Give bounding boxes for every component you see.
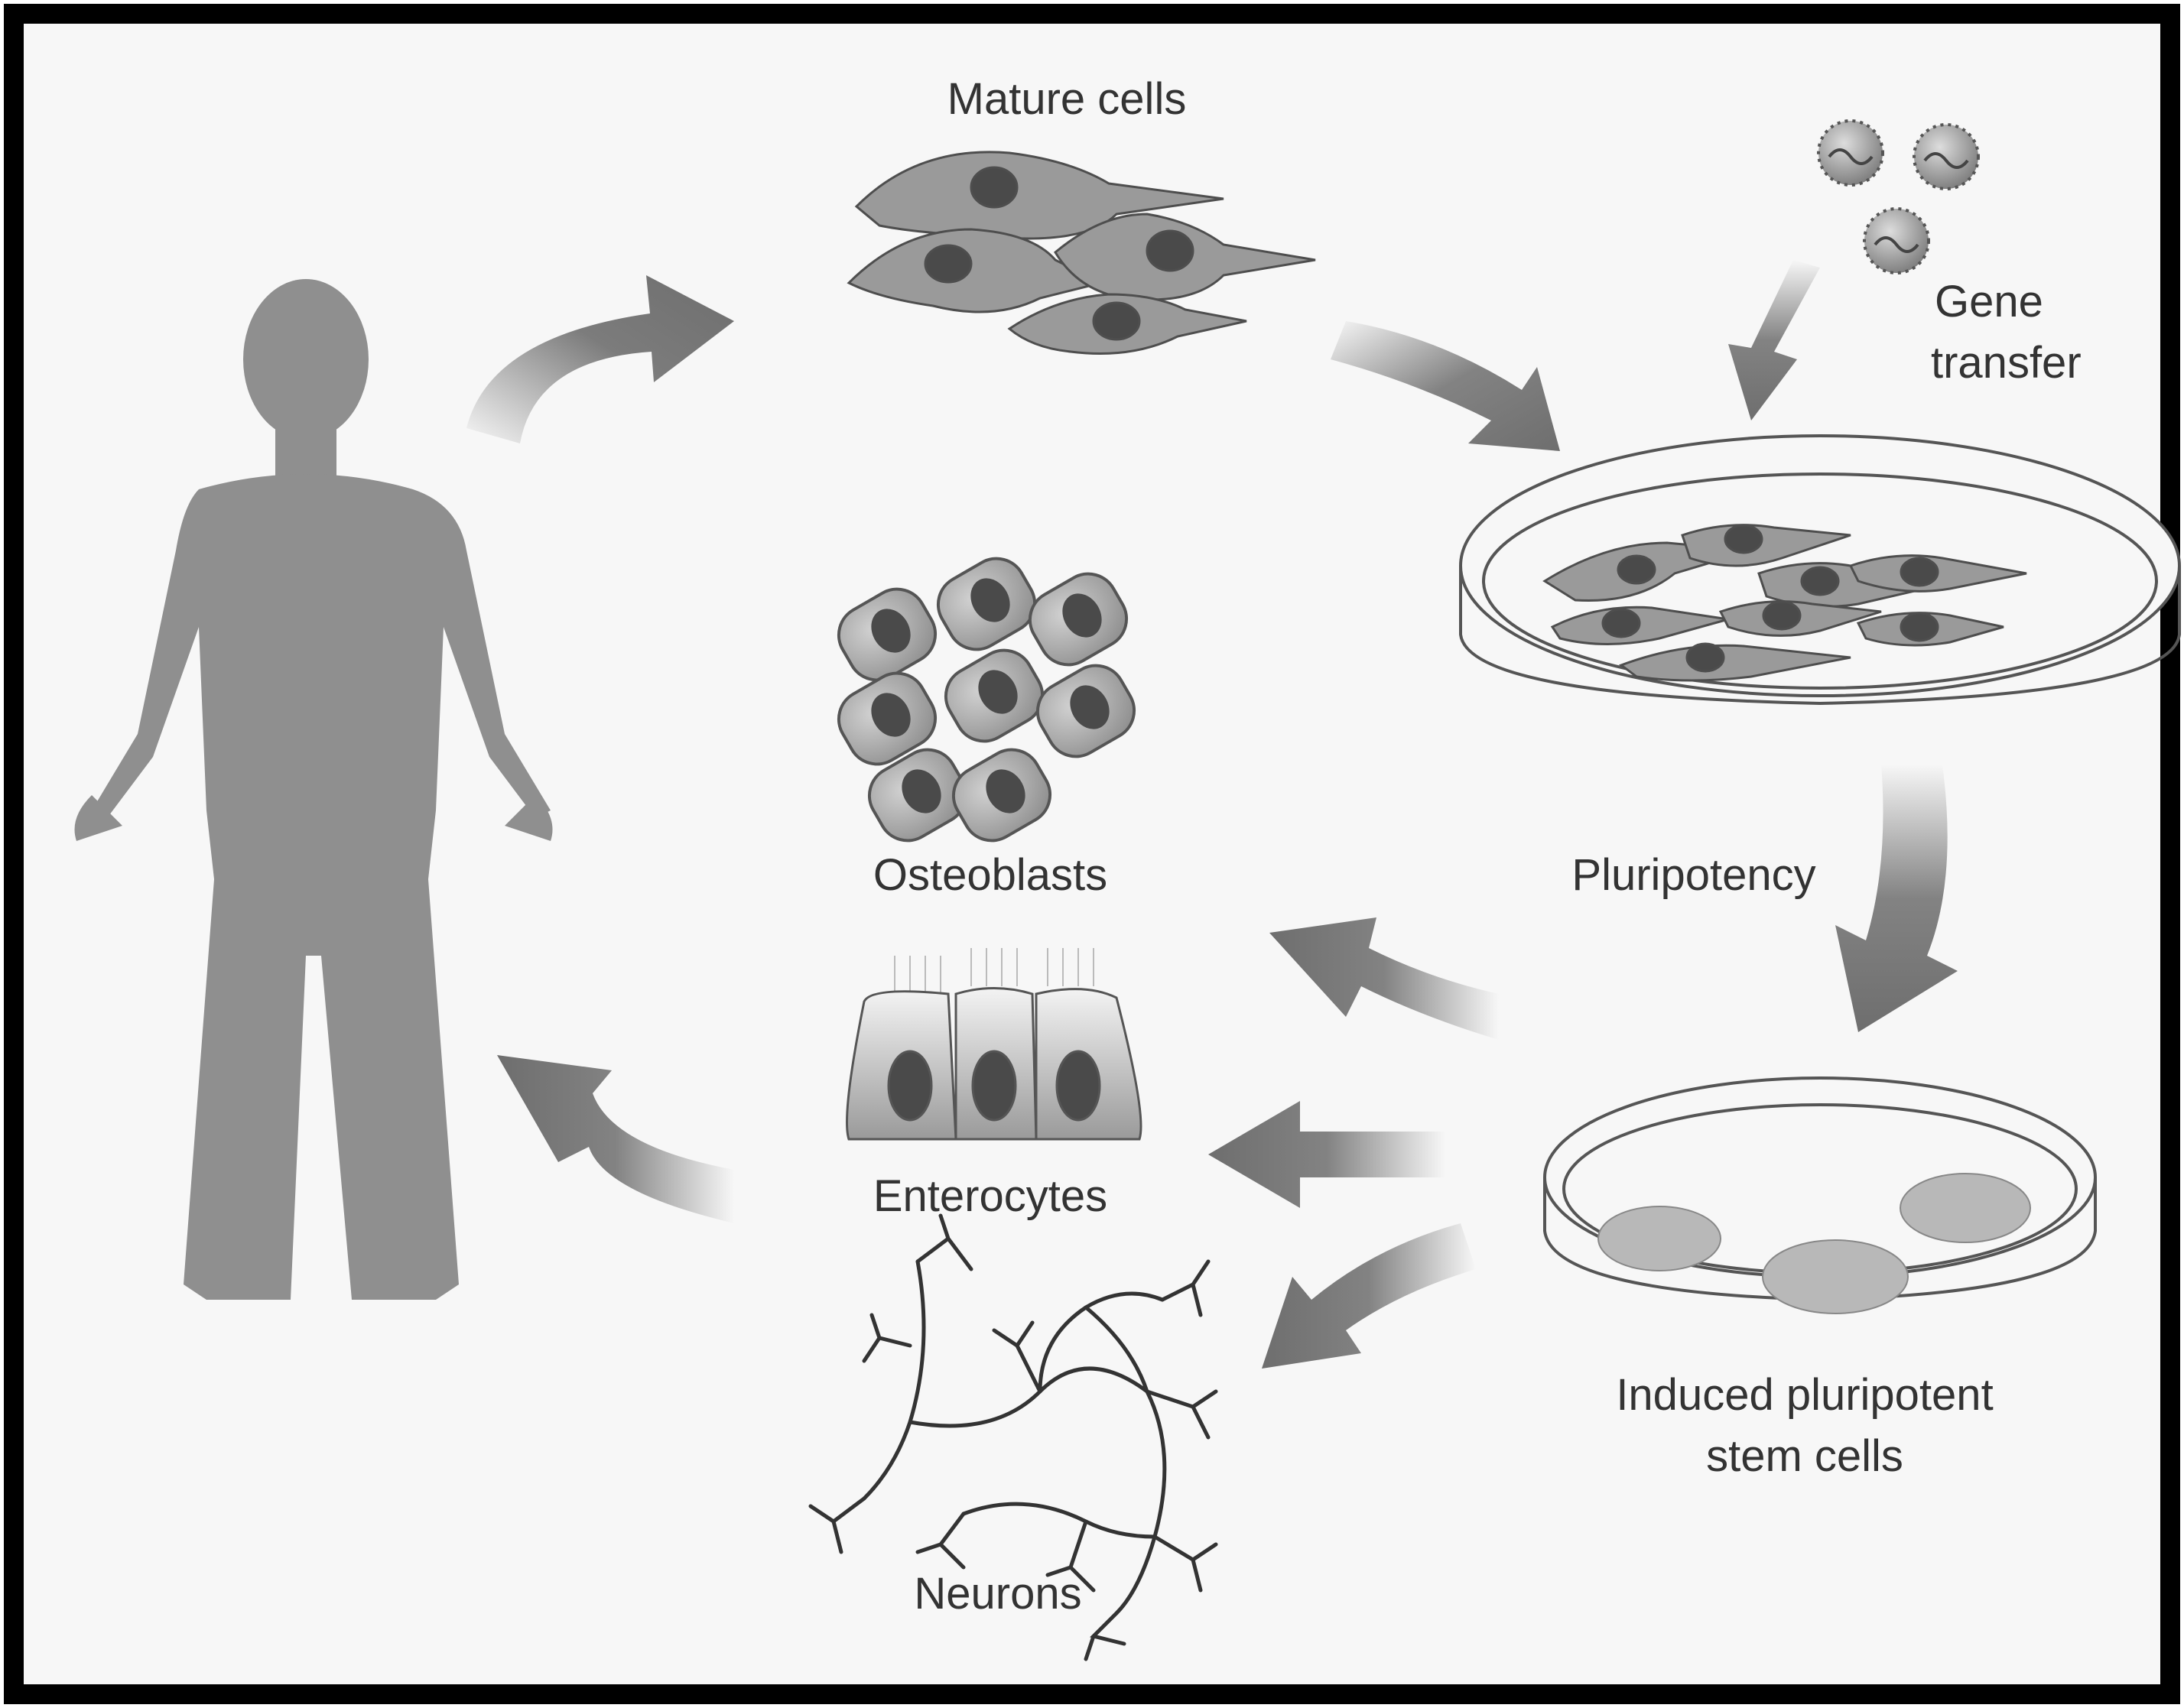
ipsc-colonies-icon	[1597, 1173, 2031, 1314]
mature-cells-icon	[847, 151, 1316, 355]
dish-mature-cells-icon	[1542, 524, 2027, 682]
virus-icon	[1817, 119, 1980, 274]
arrow-gene-to-dish	[1728, 260, 1820, 421]
arrow-cells-to-human	[497, 1055, 734, 1223]
arrow-human-to-mature	[466, 275, 734, 443]
arrow-ipsc-to-enterocytes	[1208, 1101, 1445, 1208]
osteoblast-cell-icon	[837, 557, 1136, 843]
label-osteoblasts: Osteoblasts	[873, 850, 1108, 900]
enterocyte-cell-icon	[846, 948, 1142, 1141]
label-neurons: Neurons	[914, 1569, 1082, 1619]
arrow-pluripotency	[1835, 765, 1958, 1032]
arrow-ipsc-to-neurons	[1262, 1223, 1476, 1369]
label-enterocytes: Enterocytes	[873, 1171, 1108, 1221]
label-ipsc-line1: Induced pluripotent	[1616, 1370, 1994, 1420]
human-silhouette-icon	[74, 279, 553, 1300]
label-gene-transfer-line1: Gene	[1935, 277, 2043, 326]
label-ipsc-line2: stem cells	[1706, 1431, 1903, 1481]
label-pluripotency: Pluripotency	[1571, 850, 1816, 900]
label-gene-transfer-line2: transfer	[1931, 338, 2082, 388]
label-mature-cells: Mature cells	[947, 74, 1187, 124]
arrow-ipsc-to-osteoblasts	[1269, 917, 1499, 1040]
neuron-icon	[808, 1213, 1218, 1661]
arrow-mature-to-dish	[1331, 321, 1560, 451]
